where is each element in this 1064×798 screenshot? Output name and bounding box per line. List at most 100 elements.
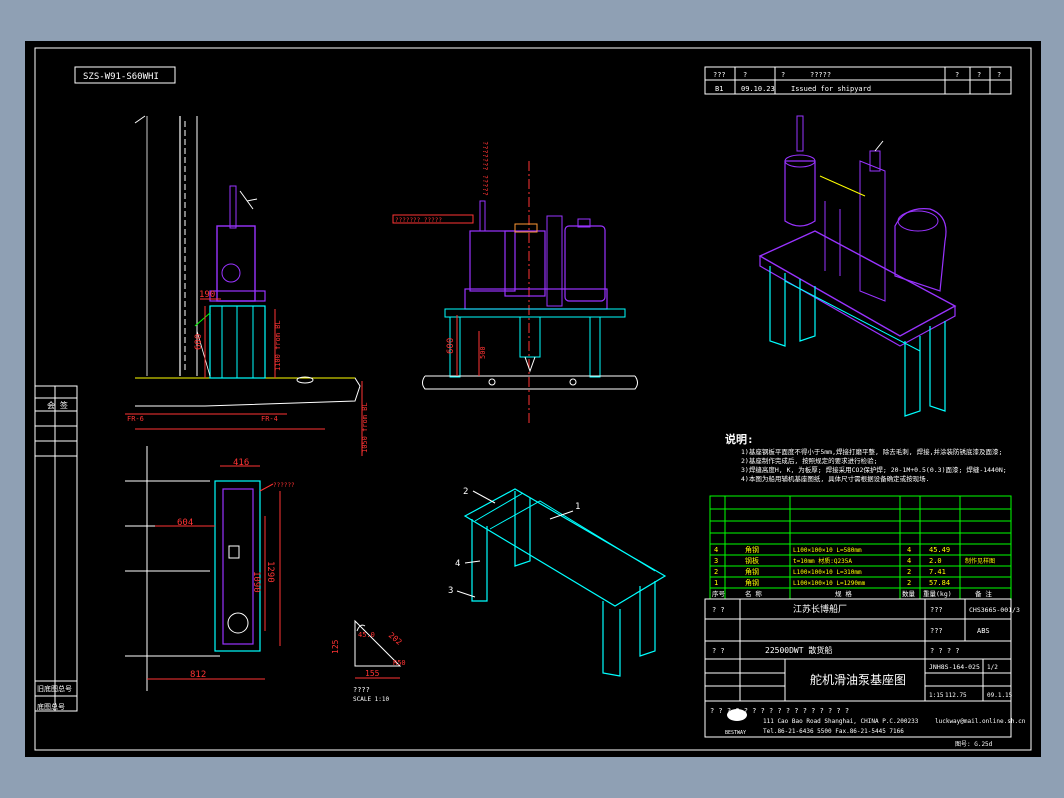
- bom-r2-c0: 2: [714, 568, 718, 576]
- rev-h3: ?????: [810, 71, 831, 79]
- revision-table: ??? ? ? ????? ? ? ? B1 09.10.23 Issued f…: [704, 66, 1012, 95]
- rev-desc: Issued for shipyard: [791, 85, 871, 93]
- tb-vessel: 22500DWT 散货船: [765, 645, 832, 655]
- side-dim-190: 190: [199, 290, 215, 300]
- plan-dim-1290: 1290: [265, 561, 275, 583]
- bracket-dim-155: 155: [365, 669, 380, 678]
- bracket-dim-202: 202: [387, 631, 404, 647]
- bom-r1-c3: 4: [907, 557, 911, 565]
- iso-label-4: 4: [455, 559, 460, 569]
- drawing-sheet: 会 签 旧底图总号 底图总号 SZS-W91-S60WHI ??? ? ? ??…: [25, 41, 1041, 757]
- front-dim-600: 600: [446, 338, 456, 354]
- bom-r1-c2: t=10mm 材质:Q235A: [793, 557, 852, 565]
- bom-r0-c4: 45.49: [929, 546, 950, 554]
- rev-date: 09.10.23: [741, 85, 775, 93]
- tb-scale: 1:15: [929, 692, 944, 699]
- iso-label-2: 2: [463, 487, 468, 497]
- notes-line-4: 4)本图为船用辅机基座图纸, 具体尺寸需根据设备确定或按现场.: [741, 474, 930, 483]
- drawing-canvas: 会 签 旧底图总号 底图总号 SZS-W91-S60WHI ??? ? ? ??…: [34, 47, 1032, 751]
- bom-h4: 重量(kg): [923, 590, 952, 598]
- bracket-detail: 125 45.0 202 R50 155 ???? SCALE 1:10: [331, 619, 406, 703]
- bom-table: 4 角钢 L100×100×10 L=580mm 4 45.49 3 钢板 t=…: [709, 495, 1012, 600]
- front-dim-500: 500: [479, 346, 487, 359]
- notes-line-1: 1)基座钢板平面度不得小于5mm,焊接打磨平整, 除去毛刺, 焊接,并涂装防锈底…: [741, 447, 1002, 456]
- tb-weight: 112.75: [945, 692, 967, 699]
- bom-r3-c2: L100×100×10 L=1290mm: [793, 580, 866, 587]
- plan-dim-812: 812: [190, 670, 206, 680]
- bom-r1-c1: 钢板: [745, 556, 759, 565]
- bom-h0: 序号: [712, 589, 726, 598]
- side-label-height: 1100 from BL: [274, 320, 282, 371]
- bom-r3-c1: 角钢: [745, 578, 759, 587]
- bracket-scale: SCALE 1:10: [353, 696, 390, 703]
- rev-h4: ?: [955, 71, 959, 79]
- bom-h3: 数量: [902, 589, 916, 598]
- notes: 说明: 1)基座钢板平面度不得小于5mm,焊接打磨平整, 除去毛刺, 焊接,并涂…: [725, 432, 1007, 483]
- title-block: ? ? 江苏长博船厂 ??? CHS3665-001/3 ??? ABS ? ?…: [704, 598, 1026, 748]
- bom-r3-c4: 57.84: [929, 579, 950, 587]
- tb-address: 111 Cao Bao Road Shanghai, CHINA P.C.200…: [763, 718, 919, 725]
- ref-code-box: [74, 66, 176, 84]
- side-view: 190 600 1100 from BL 1050 from BL FR-6 F…: [125, 115, 369, 456]
- side-dim-600: 600: [194, 334, 204, 350]
- plan-view: 416 604 1090 1290 812 ??????: [125, 446, 295, 691]
- plan-dim-604: 604: [177, 518, 193, 528]
- left-strip: [34, 385, 78, 712]
- iso-assembly: [758, 115, 957, 417]
- tb-footer: 图号: G.25d: [955, 741, 993, 748]
- bracket-caption: ????: [353, 686, 370, 694]
- front-callout: ??????? ?????: [395, 217, 442, 224]
- side-label-height-low: 1050 from BL: [361, 402, 369, 453]
- bom-r1-c5: 制作见样图: [965, 557, 995, 565]
- notes-line-3: 3)焊缝高度H, K, 为板厚; 焊接采用CO2保护焊; 20-1M+0.5(0…: [741, 465, 1007, 474]
- bom-h1: 名 称: [745, 589, 762, 598]
- tb-class-label: ???: [930, 627, 943, 635]
- tb-code-label: ???: [930, 606, 943, 614]
- bom-r0-c3: 4: [907, 546, 911, 554]
- bom-r1-c0: 3: [714, 557, 718, 565]
- iso-label-1: 1: [575, 502, 580, 512]
- bom-r2-c2: L100×100×10 L=310mm: [793, 569, 862, 576]
- bom-r0-c2: L100×100×10 L=580mm: [793, 547, 862, 554]
- left-strip-mid: 旧底图总号: [37, 684, 72, 693]
- bom-r0-c0: 4: [714, 546, 718, 554]
- rev-h2: ?: [781, 71, 785, 79]
- bom-h2: 规 格: [835, 589, 852, 598]
- bracket-dim-r: R50: [393, 659, 406, 667]
- notes-line-2: 2)基座制作完成后, 按照规定的要求进行检验;: [741, 456, 878, 465]
- tb-small-2: ? ?: [712, 647, 725, 655]
- ref-code: SZS-W91-S60WHI: [83, 72, 159, 82]
- left-strip-bottom: 底图总号: [37, 702, 65, 711]
- bracket-dim-125: 125: [331, 639, 340, 654]
- iso-base-frame: 2 1 4 3: [448, 487, 667, 677]
- bom-r3-c0: 1: [714, 579, 718, 587]
- frame-right: FR-4: [261, 415, 278, 423]
- tb-email: luckway@mail.online.sh.cn: [935, 718, 1026, 725]
- bom-r1-c4: 2.0: [929, 557, 942, 565]
- tb-qmarks: ? ? ? ?: [930, 647, 960, 655]
- front-view: ??????? ????? ??????? ????? 600 500: [392, 141, 638, 426]
- rev-h6: ?: [997, 71, 1001, 79]
- tb-company: BESTWAY: [725, 730, 746, 736]
- tb-shipyard: 江苏长博船厂: [793, 603, 847, 615]
- tb-date: 09.1.15: [987, 692, 1013, 699]
- tb-title: 舵机滑油泵基座图: [810, 672, 906, 687]
- tb-qrow: ? ? ? ? ? ? ? ? ? ? ? ? ? ? ? ? ?: [710, 707, 849, 715]
- bom-r2-c4: 7.41: [929, 568, 946, 576]
- notes-title: 说明:: [725, 432, 754, 446]
- bom-r2-c1: 角钢: [745, 567, 759, 576]
- inner-frame: [34, 47, 1032, 751]
- bom-h5: 备 注: [975, 589, 992, 598]
- left-strip-top: 会 签: [47, 400, 68, 410]
- plan-dim-416: 416: [233, 458, 249, 468]
- front-callout-vert: ??????? ?????: [481, 141, 489, 196]
- plan-callout: ??????: [273, 482, 295, 489]
- bom-r3-c3: 2: [907, 579, 911, 587]
- rev-h1: ?: [743, 71, 747, 79]
- rev-no: B1: [715, 85, 723, 93]
- rev-h0: ???: [713, 71, 726, 79]
- tb-small-1: ? ?: [712, 606, 725, 614]
- front-callout-box: [392, 214, 474, 224]
- rev-h5: ?: [977, 71, 981, 79]
- bom-r0-c1: 角钢: [745, 545, 759, 554]
